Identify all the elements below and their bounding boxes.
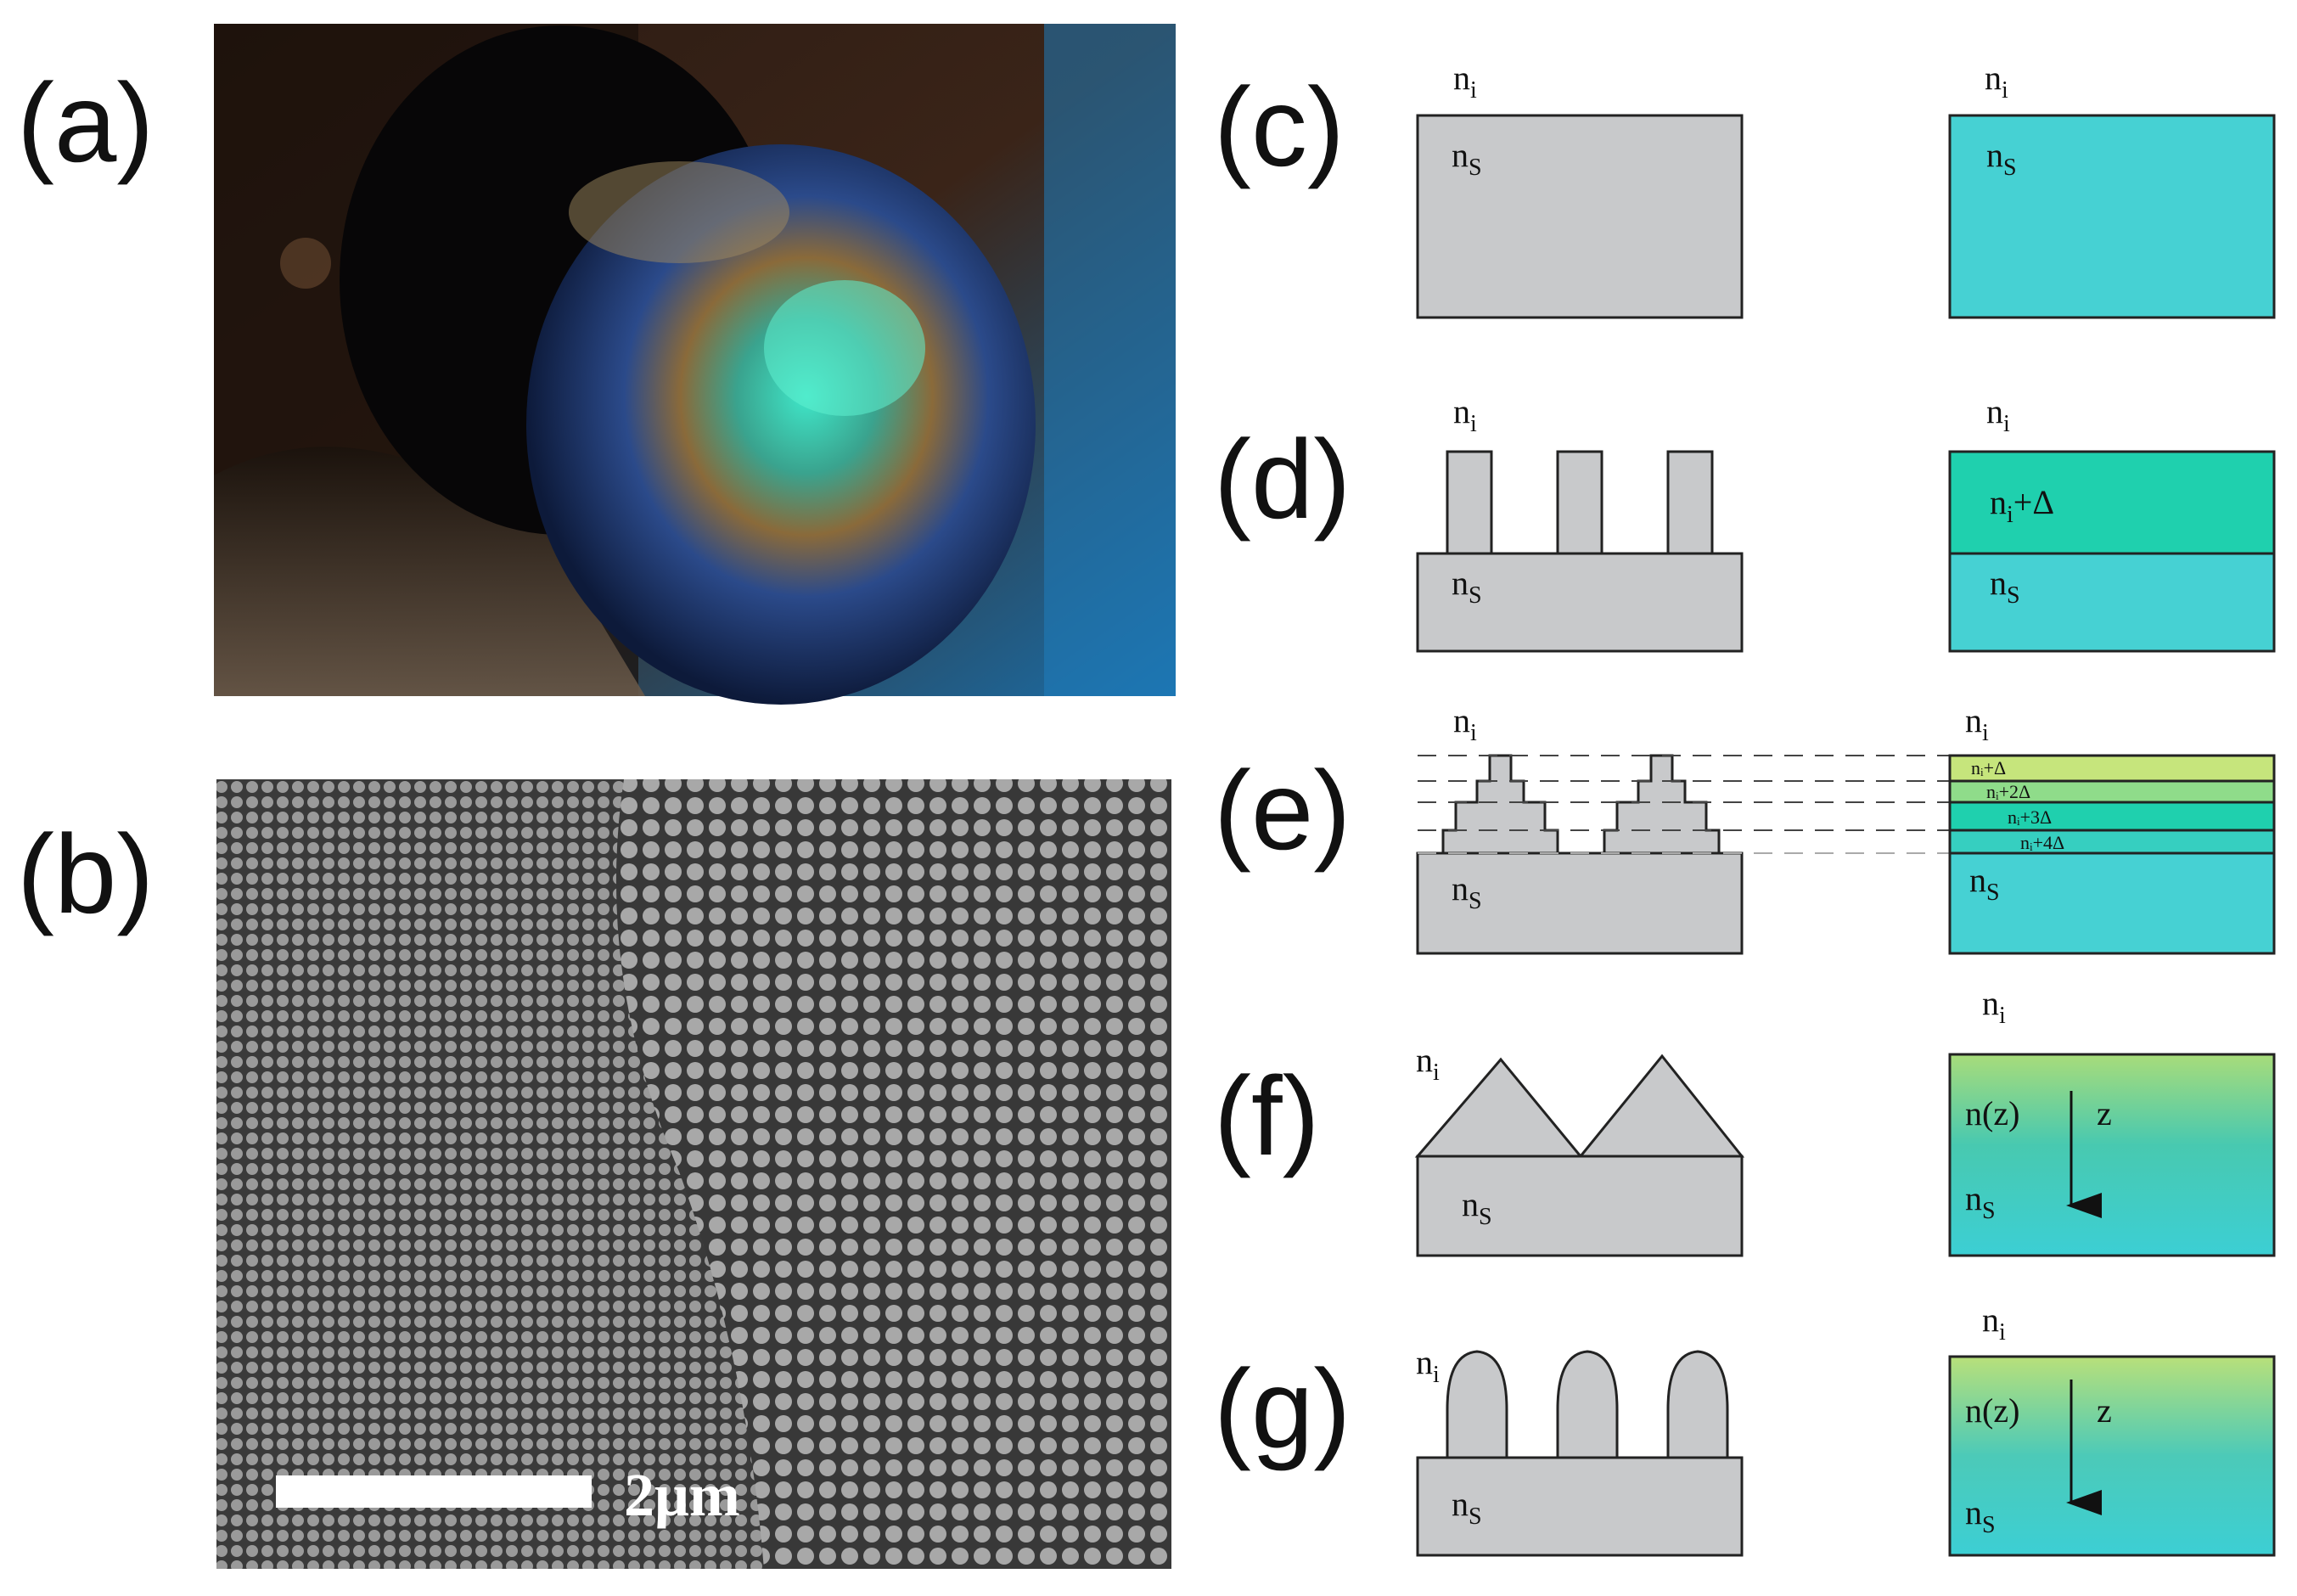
label-ns-model: nS [1986, 136, 2017, 181]
substrate-model [1948, 552, 2276, 653]
label-ni-plus-delta: ni+Δ [1990, 483, 2054, 528]
substrate-model [1948, 114, 2276, 319]
substrate-block [1416, 114, 1744, 319]
panel-c-label: (c) [1214, 65, 1345, 189]
panel-b: (b) 2μm [17, 779, 1171, 1569]
label-ni: ni [1416, 1041, 1440, 1086]
label-nz: n(z) [1965, 1391, 2019, 1430]
label-ns: nS [1452, 1485, 1482, 1530]
label-z: z [2097, 1391, 2112, 1430]
label-ni: ni [1453, 701, 1477, 746]
layer-label-1: nᵢ+Δ [1971, 757, 2006, 778]
pillar-structure [1416, 450, 1744, 653]
label-ni: ni [1416, 1343, 1440, 1388]
panel-d-label: (d) [1214, 417, 1351, 542]
label-ni: ni [1453, 392, 1477, 437]
label-ns-model: nS [1965, 1179, 1996, 1224]
label-ns: nS [1462, 1185, 1492, 1230]
compound-eye-photo [214, 24, 1176, 705]
triangle-structure [1414, 1054, 1745, 1257]
effective-layer [1948, 450, 2276, 555]
gradient-model [1948, 1053, 2276, 1257]
label-ni-model: ni [1986, 392, 2010, 437]
label-ns-model: nS [1969, 861, 2000, 906]
parabolic-structure [1416, 1350, 1744, 1557]
label-z: z [2097, 1094, 2112, 1132]
layer-label-4: nᵢ+4Δ [2020, 832, 2064, 853]
label-ns: nS [1452, 564, 1482, 609]
label-ni-model: ni [1985, 59, 2008, 104]
label-ni-model: ni [1982, 1301, 2006, 1346]
panel-f-label: (f) [1214, 1054, 1320, 1178]
label-ni: ni [1453, 59, 1477, 104]
stepped-structure [1416, 754, 1744, 955]
label-nz: n(z) [1965, 1094, 2019, 1132]
panel-b-label: (b) [17, 812, 154, 936]
label-ns-model: nS [1990, 564, 2020, 609]
scale-bar [276, 1475, 592, 1508]
label-ni-model: ni [1965, 701, 1989, 746]
panel-g-label: (g) [1214, 1346, 1351, 1471]
panel-e-label: (e) [1214, 748, 1351, 873]
panel-a: (a) [17, 24, 1176, 705]
label-ns: nS [1452, 869, 1482, 914]
label-ns-model: nS [1965, 1493, 1996, 1538]
panel-f: (f) ni nS ni n(z) z nS [1214, 984, 2276, 1257]
panel-d: (d) ni nS ni ni+Δ nS [1214, 392, 2276, 653]
graded-layers [1948, 754, 2276, 955]
label-ns: nS [1452, 136, 1482, 181]
panel-a-label: (a) [17, 60, 154, 185]
layer-label-3: nᵢ+3Δ [2008, 806, 2052, 828]
scale-bar-label: 2μm [624, 1461, 740, 1529]
gradient-model [1948, 1355, 2276, 1557]
panel-e: (e) ni nS ni nᵢ+Δ nᵢ+2Δ nᵢ+3Δ nᵢ+4Δ nS [1214, 701, 2276, 955]
sem-image: 2μm [216, 779, 1171, 1569]
label-ni-model: ni [1982, 984, 2006, 1029]
panel-g: (g) ni nS ni n(z) z nS [1214, 1301, 2276, 1557]
panel-c: (c) ni nS ni nS [1214, 59, 2276, 319]
layer-label-2: nᵢ+2Δ [1986, 781, 2030, 802]
